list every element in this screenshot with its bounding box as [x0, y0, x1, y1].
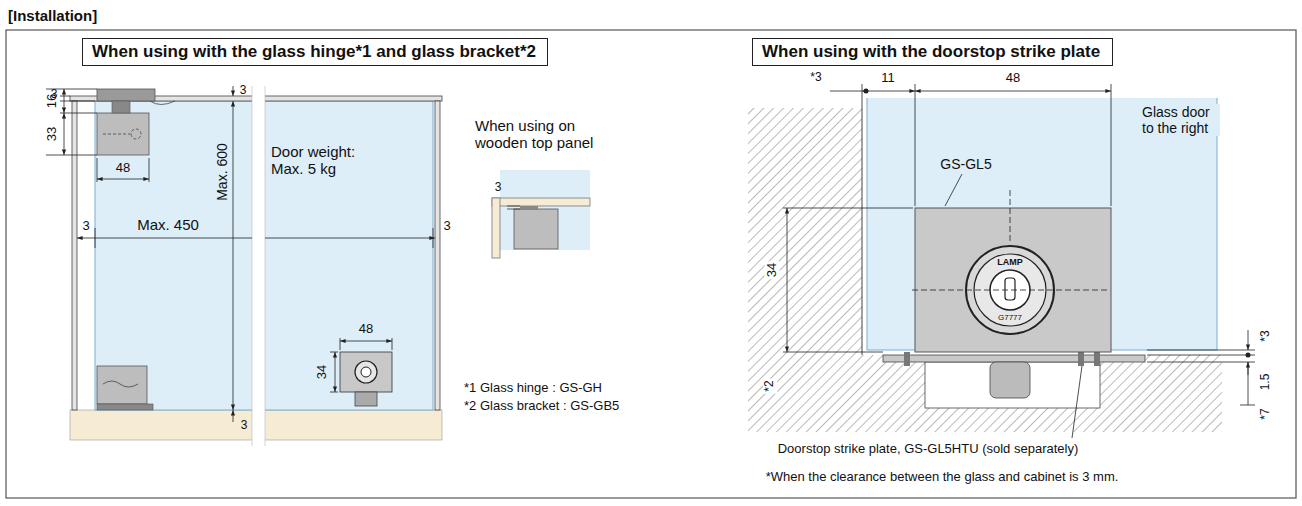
- dimension-lines: [783, 84, 1255, 438]
- dimension: 3: [240, 84, 247, 98]
- footnote: *When the clearance between the glass an…: [764, 470, 1121, 485]
- brand-mark: LAMP: [997, 257, 1023, 267]
- dimension: 34: [765, 261, 780, 279]
- dimension: 16: [45, 94, 60, 108]
- dimension: 3: [82, 219, 89, 234]
- glass-lock: [340, 352, 392, 406]
- strike-plate: [883, 352, 1145, 398]
- dimension: 11: [881, 71, 895, 86]
- key-number: G7777: [998, 313, 1022, 322]
- wooden-top-panel-inset: [492, 170, 590, 258]
- note: When using on wooden top panel: [475, 117, 605, 152]
- dimension: Max. 450: [135, 216, 201, 233]
- footnote-mark: *2: [763, 378, 777, 393]
- section-title: [Installation]: [8, 7, 97, 24]
- dimension: 48: [116, 161, 130, 176]
- glass-lock-front: [915, 208, 1111, 352]
- heading-box: When using with the doorstop strike plat…: [752, 38, 1113, 66]
- heading-box: When using with the glass hinge*1 and gl…: [82, 38, 548, 66]
- outer-frame: [6, 30, 1296, 498]
- reference-dot: [1246, 353, 1251, 358]
- dimension: 3: [241, 419, 248, 433]
- cabinet-section: [748, 98, 1222, 432]
- heading-text: When using with the doorstop strike plat…: [762, 42, 1103, 62]
- footnote: *2 Glass bracket : GS-GB5: [464, 399, 640, 414]
- glass-hinge: [97, 89, 155, 410]
- dimension: 3: [495, 181, 502, 195]
- note: Glass door to the right: [1140, 104, 1220, 136]
- dimension: 3: [443, 219, 450, 234]
- part-name: Doorstop strike plate, GS-GL5HTU (sold s…: [776, 442, 1081, 457]
- dimension: 33: [45, 127, 60, 141]
- dimension-lines: [46, 86, 435, 422]
- note: Door weight: Max. 5 kg: [269, 143, 391, 178]
- dimension: 48: [1006, 71, 1020, 86]
- footnote: *1 Glass hinge : GS-GH: [464, 381, 640, 396]
- dimension: 48: [357, 322, 375, 337]
- footnote-mark: *7: [1259, 408, 1273, 419]
- part-name: GS-GL5: [938, 156, 993, 172]
- dimension: Max. 600: [214, 141, 230, 203]
- dimension: 1.5: [1259, 374, 1273, 391]
- reference-dot: [864, 89, 869, 94]
- cabinet-front-view: [70, 86, 442, 446]
- footnote-mark: *3: [1259, 330, 1273, 341]
- footnote-mark: *3: [810, 71, 821, 85]
- heading-text: When using with the glass hinge*1 and gl…: [92, 42, 538, 62]
- dimension: 34: [315, 363, 330, 381]
